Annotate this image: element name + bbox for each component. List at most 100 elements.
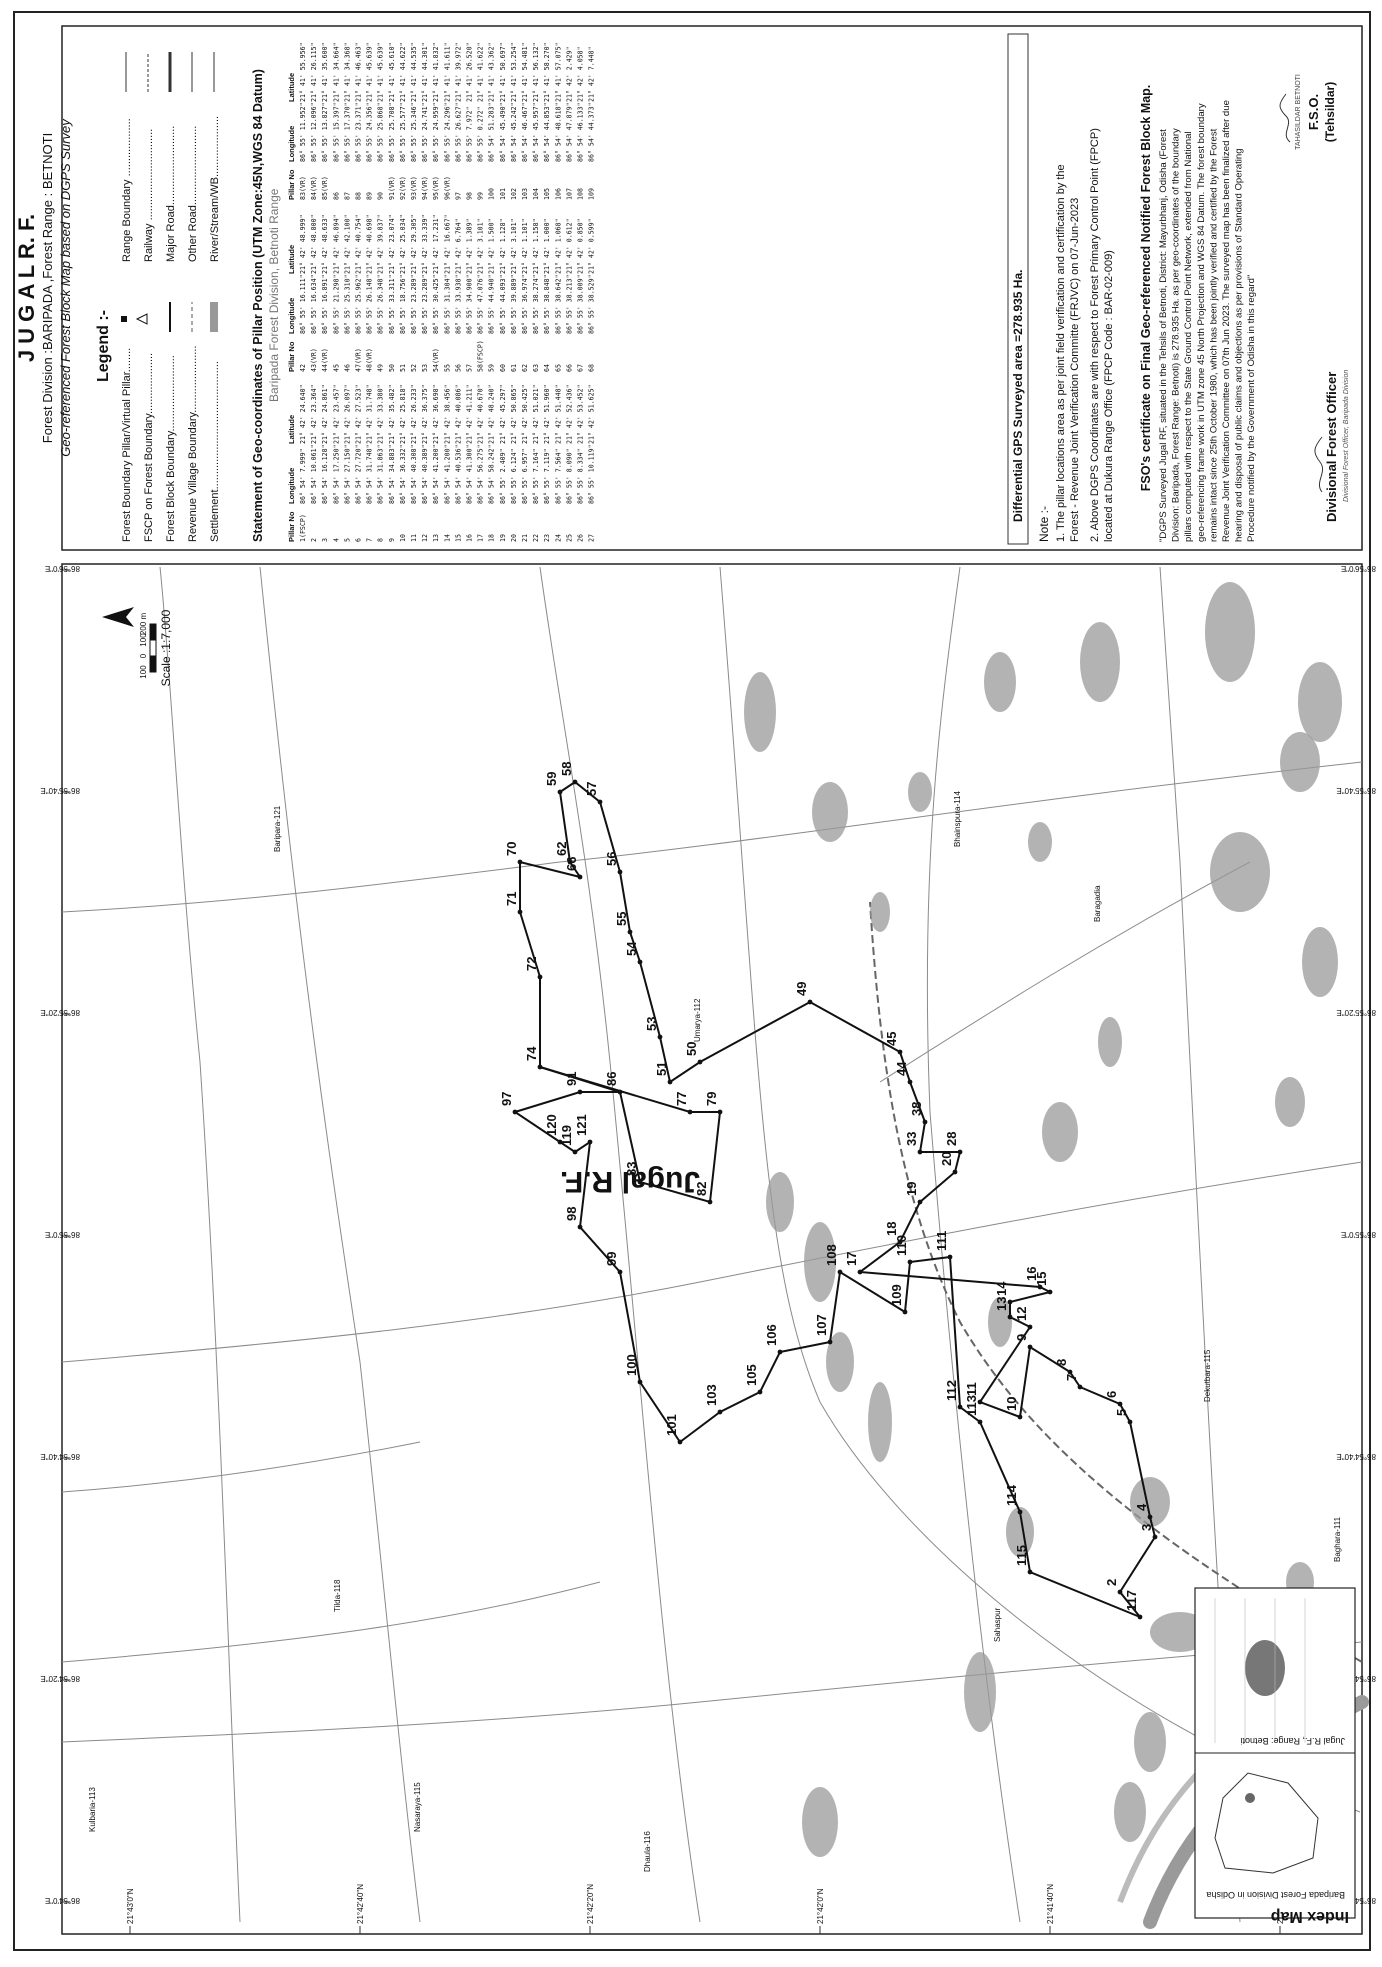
table-cell-pillar: 43(VR) [310,348,318,372]
table-cell-latitude: 21° 42' 38.456" [443,384,451,444]
table-cell-latitude: 21° 42' 36.698" [432,384,440,444]
info-panel: J U G A L R. F. Forest Division :BARIPAD… [14,25,1363,551]
table-cell-longitude: 86° 55' 38.274" [532,274,540,334]
table-cell-pillar: 54(VR) [432,348,440,372]
pillar-label: 120 [544,1114,559,1136]
pillar-label: 72 [524,957,539,971]
table-cell-pillar: 106 [554,188,562,200]
pillar-label: 82 [694,1182,709,1196]
table-cell-latitude: 21° 41' 26.520" [466,42,474,102]
table-cell-pillar: 60 [499,364,507,372]
pillar-marker [617,1089,623,1095]
table-cell-pillar: 96(VR) [443,176,451,200]
pillar-marker [977,1419,983,1425]
table-cell-longitude: 86° 55' 6.124" [510,448,518,504]
pillar-marker [617,1269,623,1275]
table-cell-latitude: 21° 41' 41.611" [443,42,451,102]
certificate-line: "DGPS Surveyed Jugal RF, situated in the… [1158,129,1169,542]
pillar-marker [657,1034,663,1040]
index-map-title: Index Map [1271,1908,1349,1925]
table-cell-pillar: 46 [343,364,351,372]
table-cell-longitude: 86° 55' 25.346" [410,102,418,162]
table-cell-pillar: 24 [554,534,562,542]
table-cell-latitude: 21° 41' 34.368" [343,42,351,102]
settlement [1134,1712,1166,1772]
scale-tick: 0 [139,653,148,658]
settlement [988,1297,1012,1347]
table-cell-pillar: 12 [421,534,429,542]
road [61,761,1363,913]
table-cell-longitude: 86° 55' 24.959" [432,102,440,162]
table-cell-latitude: 21° 42' 48.800" [310,214,318,274]
table-cell-pillar: 93(VR) [410,176,418,200]
pillar-label: 115 [1014,1545,1029,1566]
village-label: Baghara-111 [1333,1516,1342,1562]
boundary-line [512,780,1157,1618]
grid-label-y: 21°43'0"N [126,1888,135,1924]
table-cell-latitude: 21° 41' 58.270" [543,42,551,102]
table-cell-pillar: 11 [410,534,418,542]
table-cell-latitude: 21° 41' 45.639" [377,42,385,102]
table-cell-latitude: 21° 42' 1.101" [521,218,529,274]
table-cell-latitude: 21° 42' 0.599" [588,218,596,274]
table-cell-pillar: 20 [510,534,518,542]
table-cell-latitude: 21° 42' 52.436" [565,384,573,444]
pillar-marker [922,1119,928,1125]
pillar-marker [807,999,813,1005]
table-cell-latitude: 21° 41' 39.972" [454,42,462,102]
table-cell-longitude: 86° 55' 25.868" [377,102,385,162]
notes-heading: Note :- [1037,506,1051,542]
legend-label: Settlement..............................… [209,361,221,542]
pillar-marker [897,1049,903,1055]
village-label: Dekutbara-115 [1203,1349,1212,1402]
table-cell-pillar: 26 [577,534,585,542]
table-cell-longitude: 86° 55' 38.009" [577,274,585,334]
pillar-label: 18 [884,1222,899,1236]
road [61,1441,421,1493]
pillar-marker [902,1309,908,1315]
legend-label: Other Road.......................... [187,126,199,262]
pillar-label: 59 [544,772,559,786]
table-cell-longitude: 86° 55' 8.334" [577,448,585,504]
table-cell-longitude: 86° 55' 38.213" [565,274,573,334]
pillar-label: 20 [939,1152,954,1166]
pillar-marker [587,1139,593,1145]
table-cell-pillar: 42 [299,364,307,372]
pillar-label: 55 [614,912,629,926]
table-cell-longitude: 86° 54' 45.490" [499,102,507,162]
index-caption-right: Jugal R.F., Range: Betnoti [1240,1736,1345,1746]
pillar-label: 54 [624,941,639,956]
table-cell-pillar: 86 [332,192,340,200]
table-cell-latitude: 21° 41' 45.610" [388,42,396,102]
table-cell-latitude: 21° 41' 44.622" [399,42,407,102]
table-cell-pillar: 19 [499,534,507,542]
table-cell-pillar: 92(VR) [399,176,407,200]
table-cell-latitude: 21° 42' 2.429" [565,46,573,102]
settlement [826,1332,854,1392]
pillar-marker [667,1079,673,1085]
pillar-label: 7 [1064,1374,1079,1381]
table-cell-longitude: 86° 54' 16.128" [321,444,329,504]
pillar-marker [637,1179,643,1185]
pillar-label: 38 [909,1102,924,1116]
table-cell-longitude: 86° 54' 47.879" [565,102,573,162]
table-cell-longitude: 86° 54' 45.242" [510,102,518,162]
table-cell-pillar: 64 [543,364,551,372]
table-cell-latitude: 21° 42' 24.640" [299,384,307,444]
scale-text: Scale :1:7,000 [159,609,173,686]
table-header: Latitude [287,415,296,444]
table-header: Pillar No [287,341,296,372]
legend-label: Major Road.......................... [165,126,177,262]
signature-scribble [1279,93,1291,143]
table-cell-pillar: 47(VR) [355,348,363,372]
settlement [1006,1507,1034,1557]
settlement [1298,662,1342,742]
table-cell-longitude: 86° 55' 26.348" [377,274,385,334]
pillar-marker [557,1139,563,1145]
table-cell-pillar: 109 [588,188,596,200]
table-cell-longitude: 86° 55' 34.900" [466,274,474,334]
table-cell-longitude: 86° 54' 51.283" [488,102,496,162]
table-cell-pillar: 14 [443,534,451,542]
village-label: Dhaula-116 [643,1831,652,1872]
grid-label-x: 86°55'0"E [1341,1230,1376,1239]
